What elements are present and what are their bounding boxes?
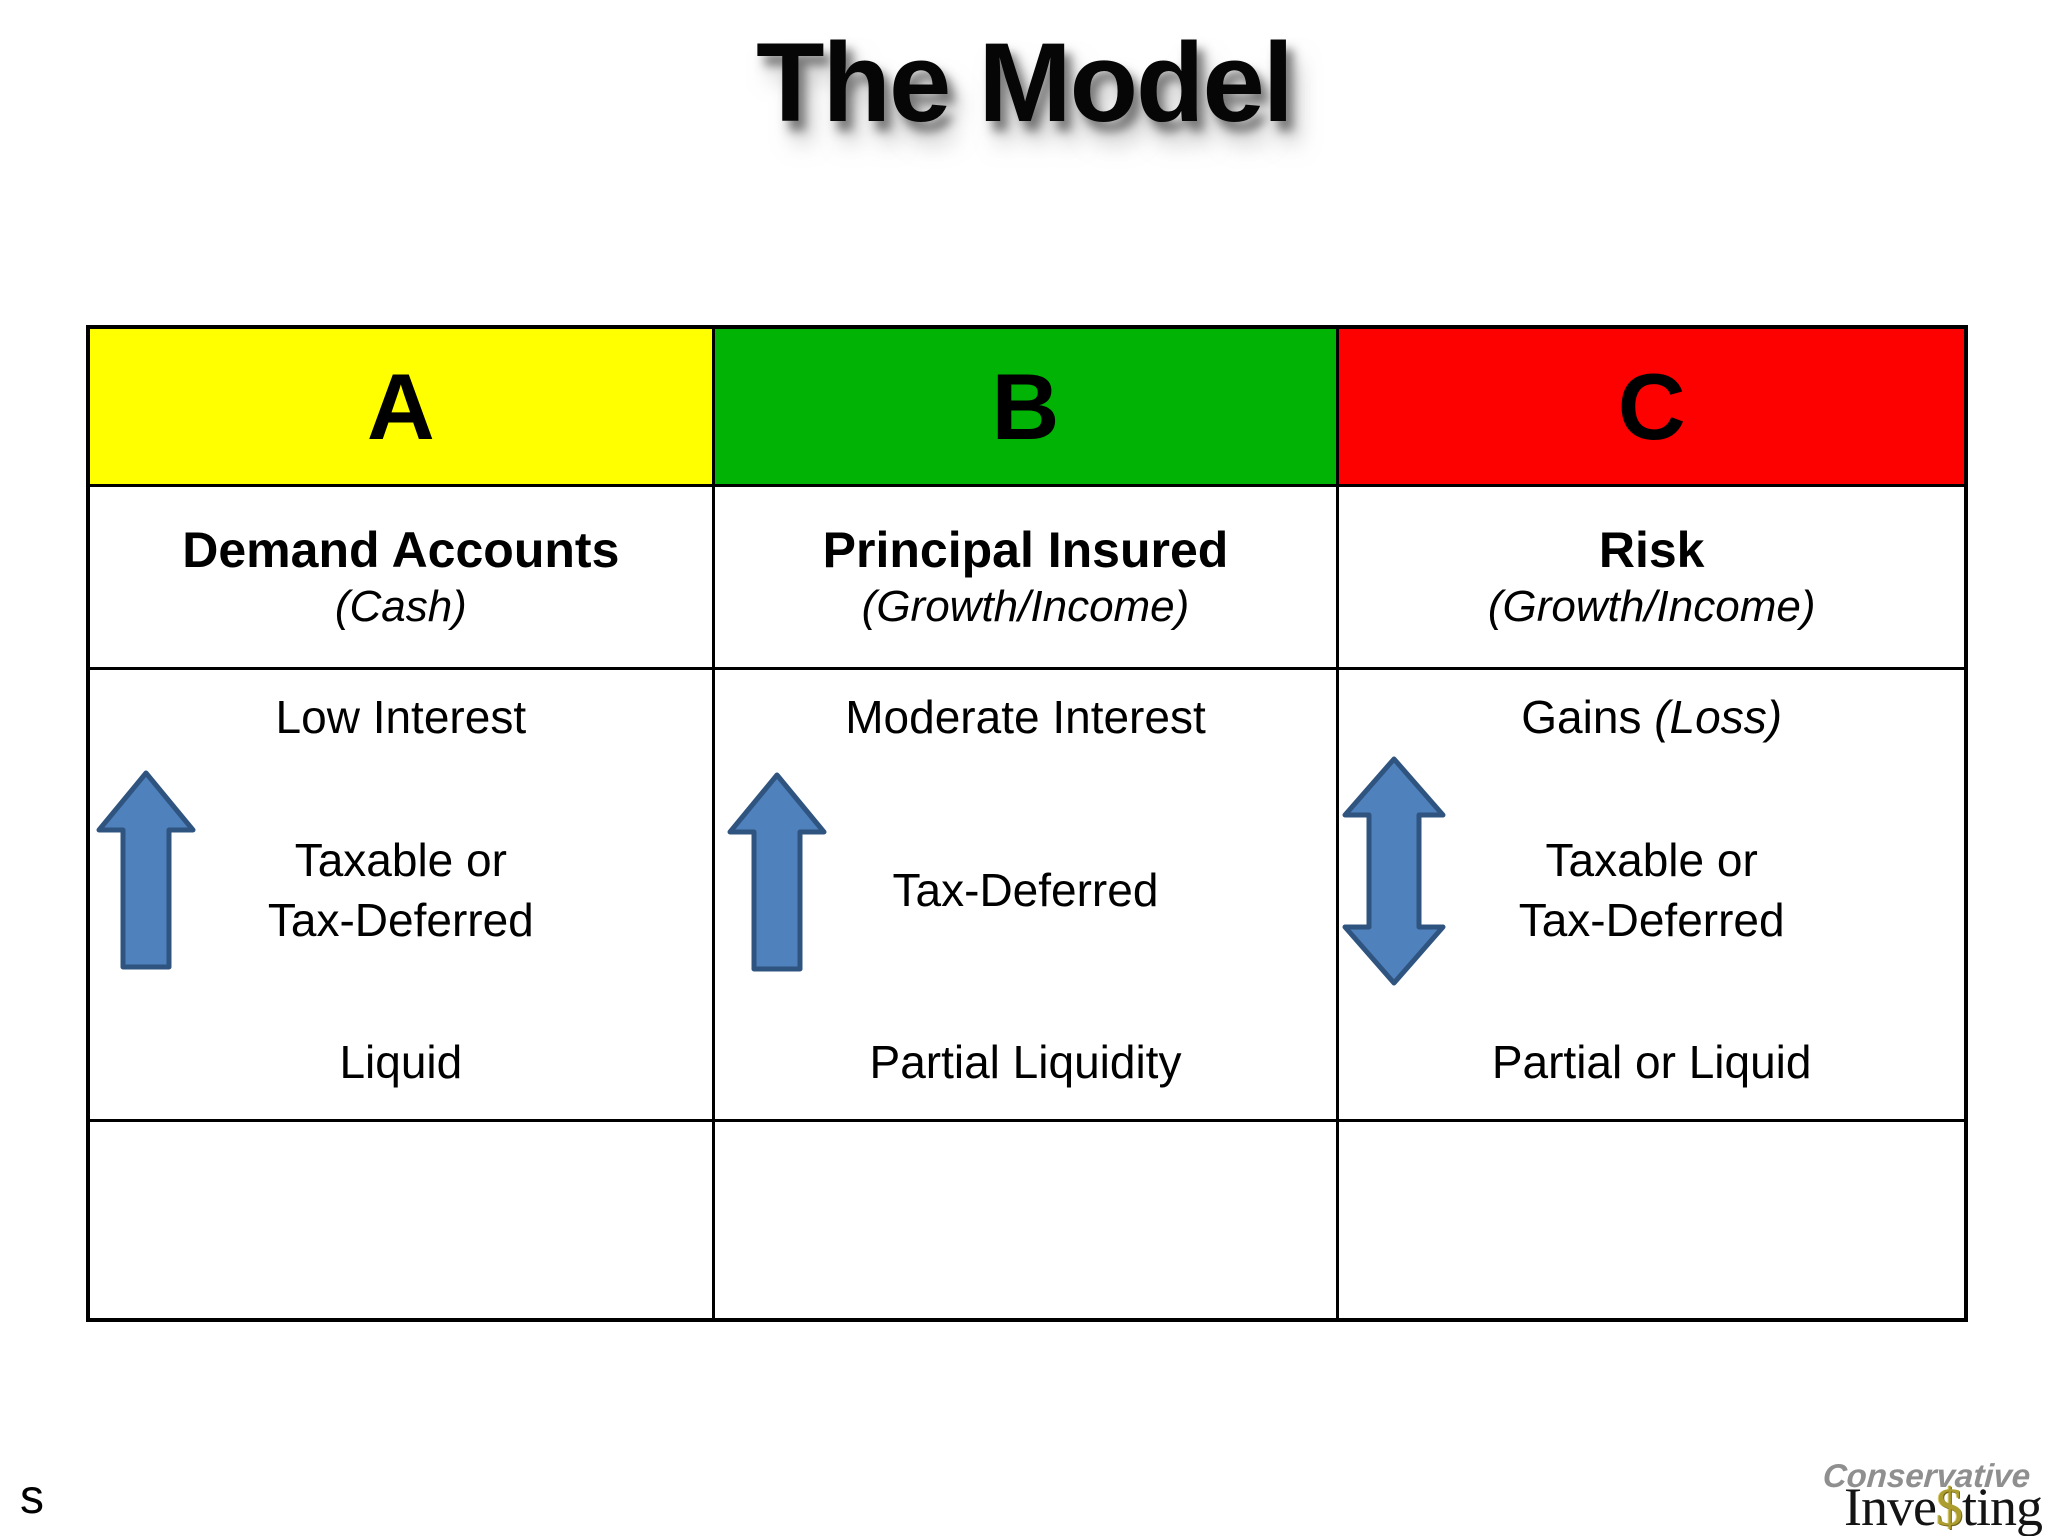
category-subtitle-b: (Growth/Income) bbox=[861, 582, 1190, 632]
empty-cell-b bbox=[715, 1122, 1340, 1318]
body-middle-label: Taxable or Tax-Deferred bbox=[1518, 833, 1785, 946]
body-cell-c: Gains (Loss) Taxable or Tax-Deferred Par… bbox=[1339, 670, 1964, 1122]
page-title: The Model bbox=[756, 20, 1294, 145]
body-top-label: Gains (Loss) bbox=[1521, 691, 1783, 743]
empty-cell-a bbox=[90, 1122, 715, 1318]
body-bottom-label: Partial Liquidity bbox=[869, 1036, 1182, 1089]
up-arrow-icon bbox=[727, 772, 827, 987]
column-letter-a: A bbox=[366, 353, 435, 459]
category-cell-c: Risk (Growth/Income) bbox=[1339, 487, 1964, 670]
up-down-arrow-icon bbox=[1342, 756, 1446, 1001]
body-bottom-label: Liquid bbox=[339, 1036, 463, 1089]
category-subtitle-c: (Growth/Income) bbox=[1487, 582, 1816, 632]
column-header-c: C bbox=[1339, 329, 1964, 487]
model-table: A B C Demand Accounts (Cash) Principal I… bbox=[86, 325, 1968, 1322]
body-middle-label: Taxable or Tax-Deferred bbox=[267, 833, 534, 946]
stray-footer-character: s bbox=[20, 1471, 44, 1524]
body-cell-b: Moderate Interest Tax-Deferred Partial L… bbox=[714, 670, 1340, 1122]
body-top-label: Low Interest bbox=[275, 691, 527, 743]
body-cell-a: Low Interest Taxable or Tax-Deferred Liq… bbox=[90, 670, 715, 1122]
category-title-a: Demand Accounts bbox=[182, 521, 620, 578]
category-cell-a: Demand Accounts (Cash) bbox=[90, 487, 715, 670]
up-arrow-icon bbox=[96, 770, 196, 985]
body-top-label: Moderate Interest bbox=[845, 691, 1206, 743]
category-cell-b: Principal Insured (Growth/Income) bbox=[714, 487, 1340, 670]
empty-cell-c bbox=[1339, 1122, 1964, 1318]
logo-word-investing: Inve$ting bbox=[1844, 1477, 2043, 1536]
column-letter-b: B bbox=[991, 353, 1060, 459]
body-bottom-label: Partial or Liquid bbox=[1491, 1036, 1812, 1089]
conservative-investing-logo: Conservative Inve$ting bbox=[1821, 1457, 2043, 1536]
category-title-b: Principal Insured bbox=[822, 521, 1229, 578]
column-letter-c: C bbox=[1617, 353, 1686, 459]
logo-word-conservative: Conservative bbox=[1821, 1457, 2032, 1494]
category-title-c: Risk bbox=[1598, 521, 1705, 578]
column-header-a: A bbox=[90, 329, 715, 487]
column-header-b: B bbox=[714, 329, 1340, 487]
body-middle-label: Tax-Deferred bbox=[892, 863, 1159, 916]
category-subtitle-a: (Cash) bbox=[334, 582, 467, 632]
dollar-sign-icon: $ bbox=[1935, 1477, 1963, 1536]
